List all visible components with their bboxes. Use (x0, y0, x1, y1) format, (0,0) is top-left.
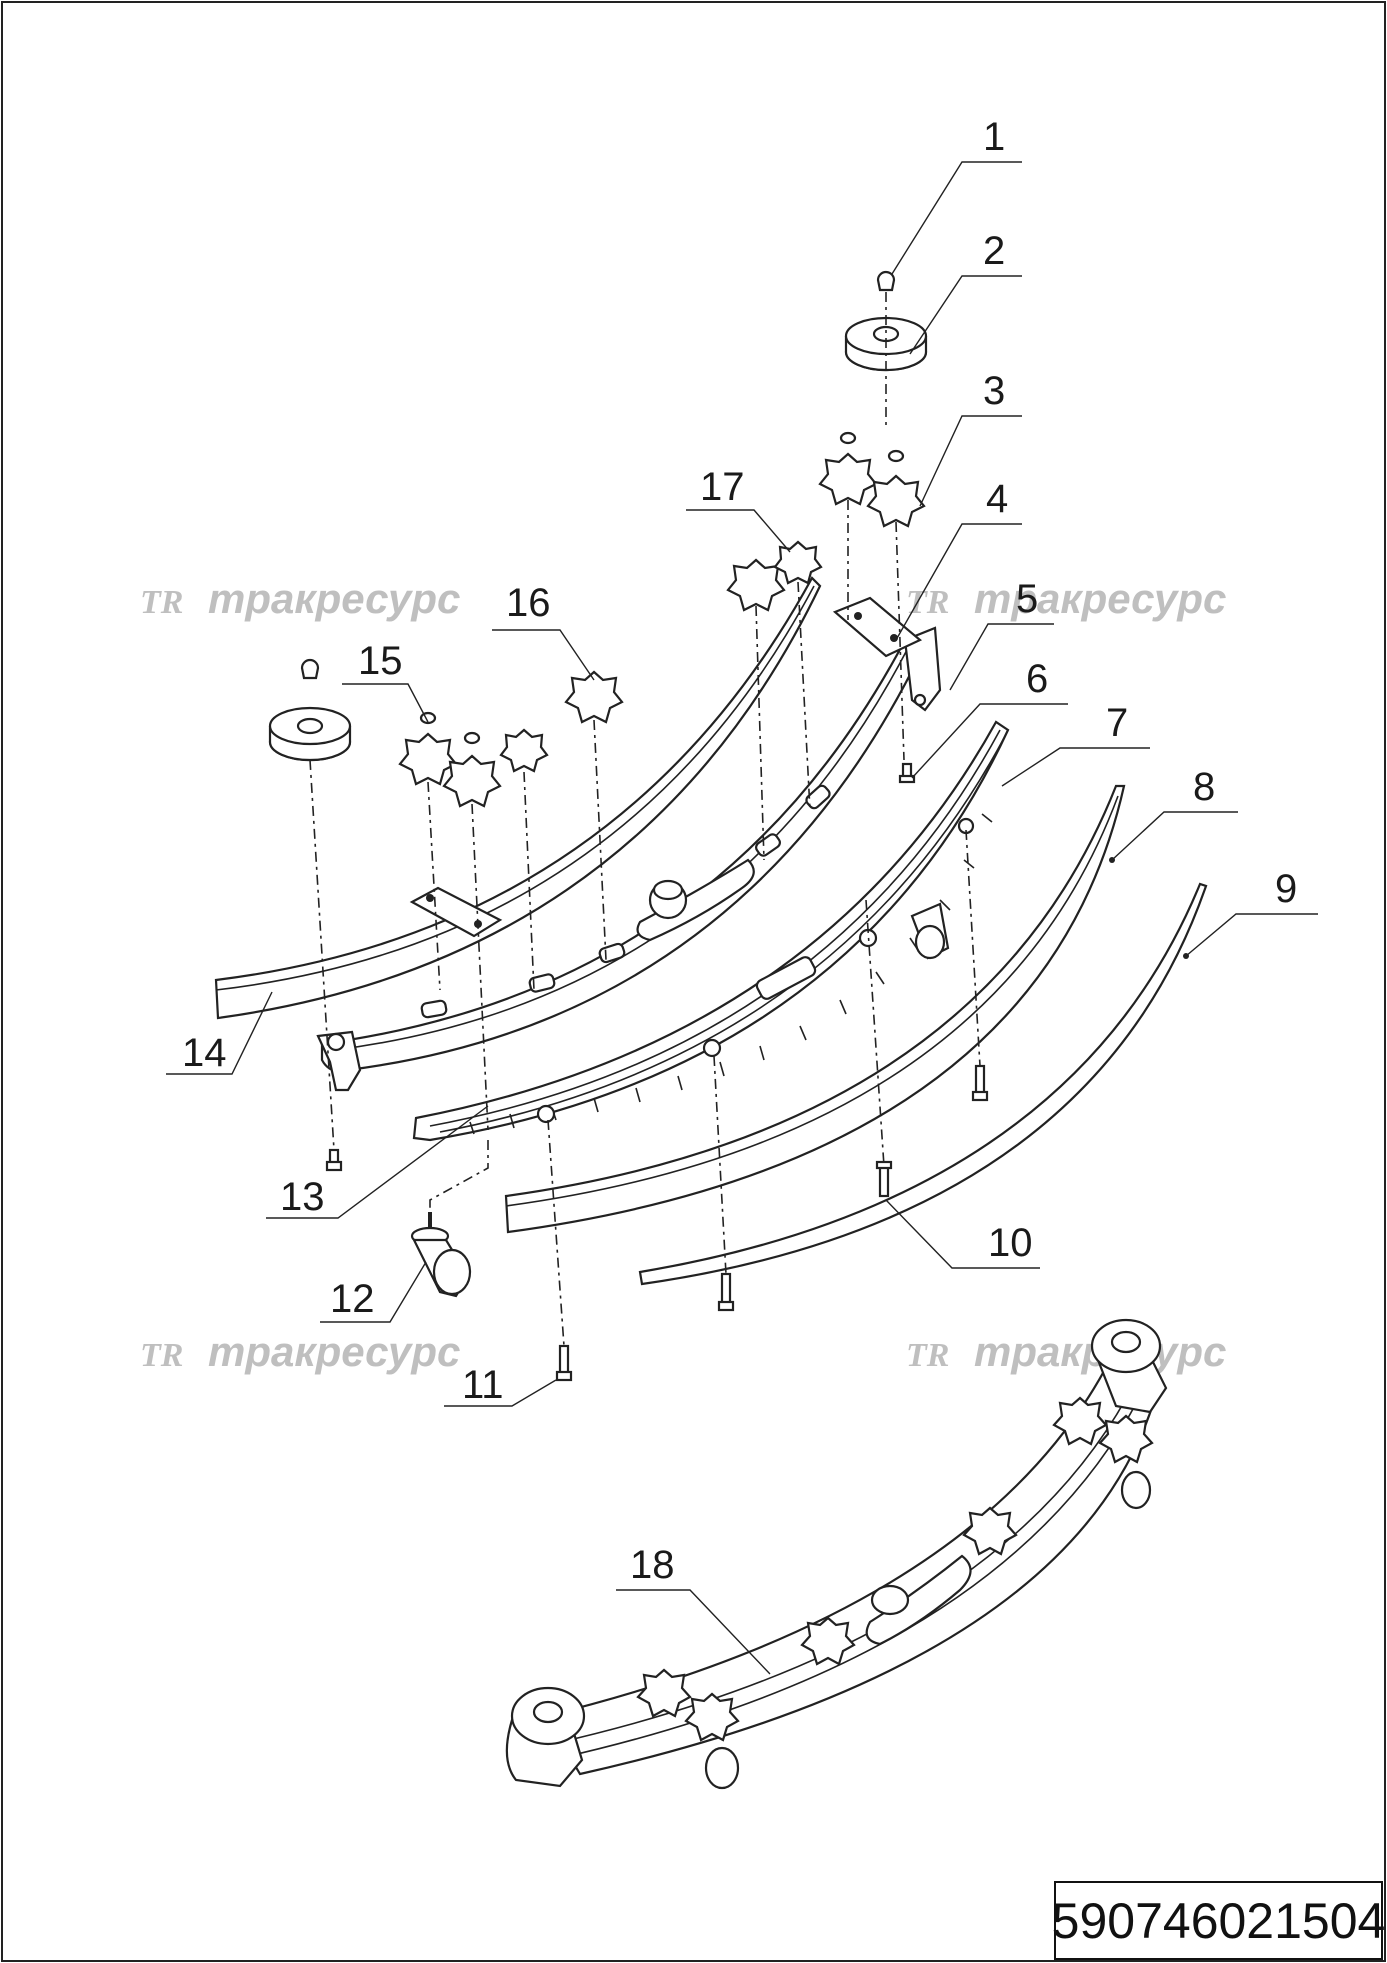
svg-text:18: 18 (630, 1543, 675, 1587)
svg-text:14: 14 (182, 1031, 227, 1075)
star-knob-3a (818, 431, 878, 506)
svg-text:10: 10 (988, 1221, 1033, 1265)
part-14-strip (214, 576, 822, 1020)
watermark-2: TR тракресурс (906, 575, 1226, 622)
watermark-1: TR тракресурс (140, 575, 460, 622)
callout-4: 4 (895, 477, 1022, 641)
callout-18: 18 (616, 1543, 771, 1675)
bolt-11 (555, 1344, 573, 1382)
watermark-logo: TR (906, 1337, 949, 1374)
star-knob-17b (773, 540, 823, 585)
callout-9: 9 (1185, 867, 1318, 957)
part-7-lattice-rail (412, 720, 1010, 1142)
svg-text:7: 7 (1106, 701, 1128, 745)
svg-text:8: 8 (1193, 765, 1215, 809)
svg-text:9: 9 (1275, 867, 1297, 911)
cap-nut-left (300, 658, 320, 680)
bolt-6 (898, 762, 916, 784)
pad-left (268, 706, 352, 762)
callout-13: 13 (266, 1105, 489, 1219)
callout-6: 6 (911, 657, 1068, 779)
svg-text:2: 2 (983, 229, 1005, 273)
svg-text:3: 3 (983, 369, 1005, 413)
callout-14: 14 (166, 991, 273, 1075)
part-1-cap-nut (876, 270, 896, 292)
star-knob-15a (398, 711, 458, 786)
bolt-left (325, 1148, 343, 1172)
star-knob-15c (499, 728, 549, 773)
callout-2: 2 (909, 229, 1022, 355)
drawing-number-box: 590746021504 (1051, 1881, 1386, 1960)
watermark-logo: TR (140, 1337, 183, 1374)
watermark-logo: TR (906, 584, 949, 621)
svg-text:5: 5 (1016, 577, 1038, 621)
bolt-strip-9 (717, 1272, 735, 1312)
callout-11: 11 (444, 1363, 557, 1407)
svg-text:17: 17 (700, 465, 745, 509)
callout-8: 8 (1111, 765, 1238, 861)
callout-10: 10 (885, 1199, 1040, 1269)
callout-3: 3 (919, 369, 1022, 507)
part-5-beam (316, 626, 942, 1092)
star-knob-17a (726, 558, 786, 612)
callout-17: 17 (686, 465, 791, 553)
callout-5: 5 (949, 577, 1054, 691)
callout-15: 15 (342, 639, 429, 723)
svg-text:13: 13 (280, 1175, 325, 1219)
callout-1: 1 (891, 115, 1022, 275)
assembly-axes (309, 292, 981, 1347)
watermark-text: тракресурс (208, 1328, 460, 1375)
watermark-text: тракресурс (208, 575, 460, 622)
svg-text:15: 15 (358, 639, 403, 683)
svg-text:1: 1 (983, 115, 1005, 159)
svg-text:12: 12 (330, 1277, 375, 1321)
watermark-4: TR тракресурс (906, 1328, 1226, 1375)
svg-text:4: 4 (986, 477, 1008, 521)
caster-on-rail (910, 902, 950, 960)
callout-7: 7 (1001, 701, 1150, 787)
star-knob-15b (442, 731, 502, 808)
watermark-text: тракресурс (974, 575, 1226, 622)
callout-12: 12 (320, 1261, 427, 1323)
callout-16: 16 (492, 581, 595, 681)
part-8-strip (504, 784, 1126, 1234)
part-12-caster (410, 1212, 472, 1298)
watermark-logo: TR (140, 584, 183, 621)
part-18-assembly (505, 1318, 1168, 1790)
drawing-number: 590746021504 (1051, 1892, 1386, 1949)
svg-text:6: 6 (1026, 657, 1048, 701)
svg-text:16: 16 (506, 581, 551, 625)
star-knob-16 (564, 670, 624, 724)
bolt-rail-right (971, 1064, 989, 1102)
star-knob-3b (866, 449, 926, 528)
svg-text:11: 11 (462, 1363, 504, 1407)
bolt-10 (875, 1160, 893, 1198)
watermark-3: TR тракресурс (140, 1328, 460, 1375)
